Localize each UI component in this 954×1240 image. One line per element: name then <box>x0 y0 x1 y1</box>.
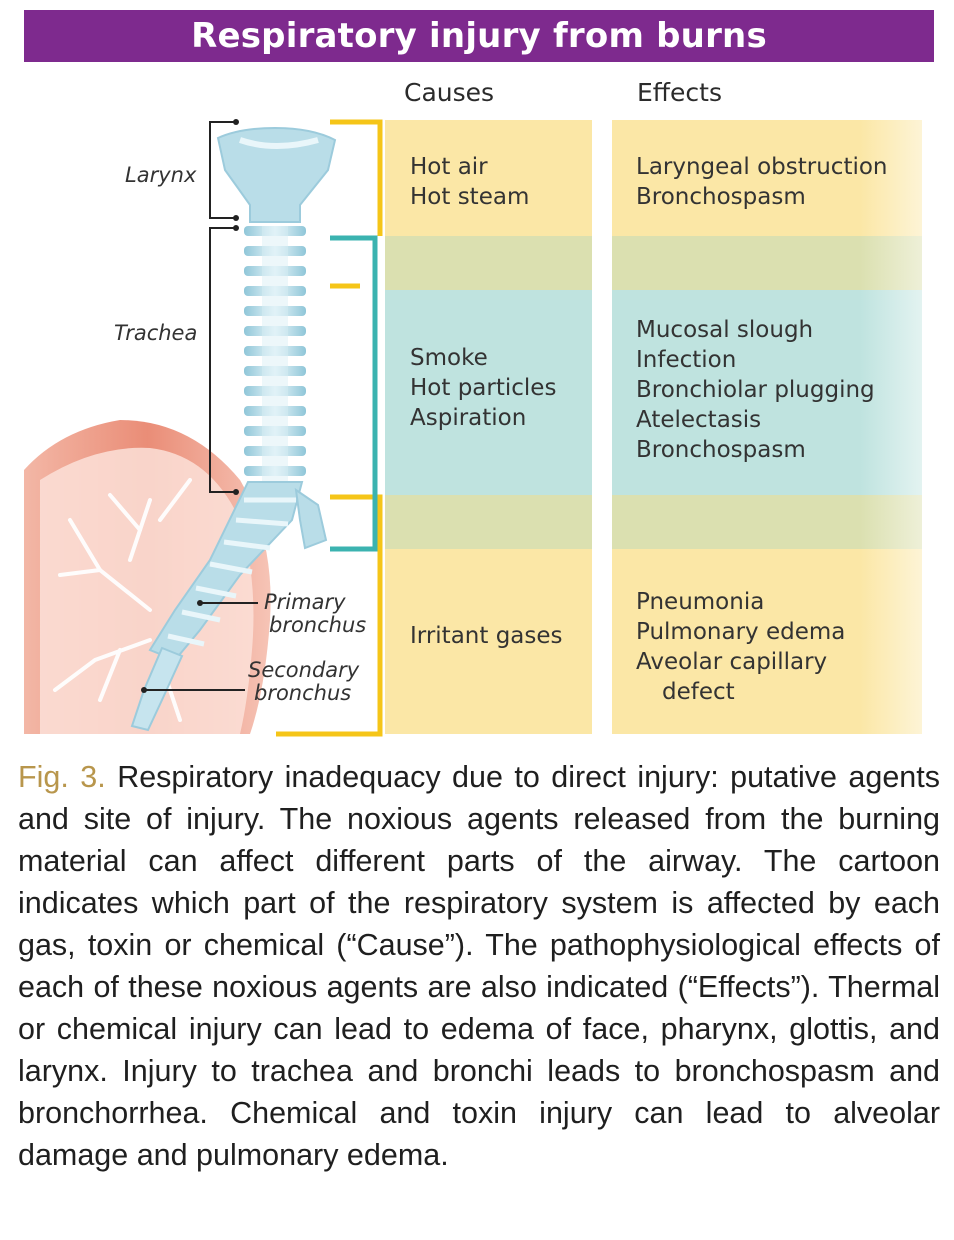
band-trachea-effects <box>612 290 922 495</box>
row2-causes: Smoke Hot particles Aspiration <box>410 343 556 433</box>
band-overlap-bottom-causes <box>385 495 592 549</box>
trachea-rings <box>244 226 306 476</box>
cause-item: Aspiration <box>410 405 527 431</box>
cause-item: Hot air <box>410 154 488 180</box>
primary-bronchus-label-line1: Primary <box>264 590 346 614</box>
caption-figure-number: Fig. 3. <box>18 760 106 794</box>
figure-title-bar: Respiratory injury from burns <box>24 10 934 62</box>
effect-item: Pulmonary edema <box>636 619 846 645</box>
effect-item: defect <box>662 679 735 705</box>
figure-caption: Fig. 3. Respiratory inadequacy due to di… <box>18 756 940 1176</box>
caption-text: Respiratory inadequacy due to direct inj… <box>18 760 940 1172</box>
effect-item: Bronchiolar plugging <box>636 377 875 403</box>
effect-item: Atelectasis <box>636 407 762 433</box>
yellow-bracket <box>276 119 383 737</box>
effect-item: Infection <box>636 347 737 373</box>
larynx-shape <box>216 126 337 223</box>
cause-item: Hot steam <box>410 184 530 210</box>
effects-header: Effects <box>637 78 722 107</box>
effect-item: Bronchospasm <box>636 184 806 210</box>
band-trachea-causes <box>385 290 592 495</box>
band-overlap-top-causes <box>385 236 592 290</box>
row1-effects: Laryngeal obstruction Bronchospasm <box>636 152 888 212</box>
right-bronchus-shape <box>294 487 328 550</box>
causes-header: Causes <box>404 78 495 107</box>
primary-bronchus-label: Primary bronchus <box>264 591 366 637</box>
effect-item: Pneumonia <box>636 589 765 615</box>
bronchial-tree <box>53 478 192 722</box>
secondary-bronchus-label-line2: bronchus <box>254 681 352 705</box>
band-bronchus-causes <box>385 549 592 734</box>
cause-item: Irritant gases <box>410 623 563 649</box>
row1-causes: Hot air Hot steam <box>410 152 529 212</box>
row2-effects: Mucosal slough Infection Bronchiolar plu… <box>636 315 875 465</box>
band-bronchus-effects <box>612 549 922 734</box>
primary-bronchus-label-line2: bronchus <box>269 613 367 637</box>
band-larynx-effects <box>612 120 922 236</box>
effect-item: Laryngeal obstruction <box>636 154 888 180</box>
effect-item: Bronchospasm <box>636 437 806 463</box>
larynx-bracket <box>209 121 236 219</box>
band-overlap-top-effects <box>612 236 922 290</box>
secondary-bronchus-label-line1: Secondary <box>248 658 360 682</box>
cause-item: Smoke <box>410 345 488 371</box>
airway-illustration <box>24 119 383 737</box>
row3-effects: Pneumonia Pulmonary edema Aveolar capill… <box>636 587 845 707</box>
effect-item: Aveolar capillary <box>636 649 828 675</box>
band-larynx-causes <box>385 120 592 236</box>
figure-title: Respiratory injury from burns <box>191 16 767 56</box>
secondary-bronchus-label: Secondary bronchus <box>248 659 359 705</box>
row3-causes: Irritant gases <box>410 621 563 651</box>
teal-bracket <box>330 235 378 552</box>
cause-item: Hot particles <box>410 375 557 401</box>
effect-item: Mucosal slough <box>636 317 814 343</box>
larynx-label: Larynx <box>125 163 197 187</box>
figure: Respiratory injury from burns Causes Eff… <box>24 10 934 737</box>
band-overlap-bottom-effects <box>612 495 922 549</box>
trachea-bracket <box>209 227 236 493</box>
trachea-label: Trachea <box>114 321 198 345</box>
